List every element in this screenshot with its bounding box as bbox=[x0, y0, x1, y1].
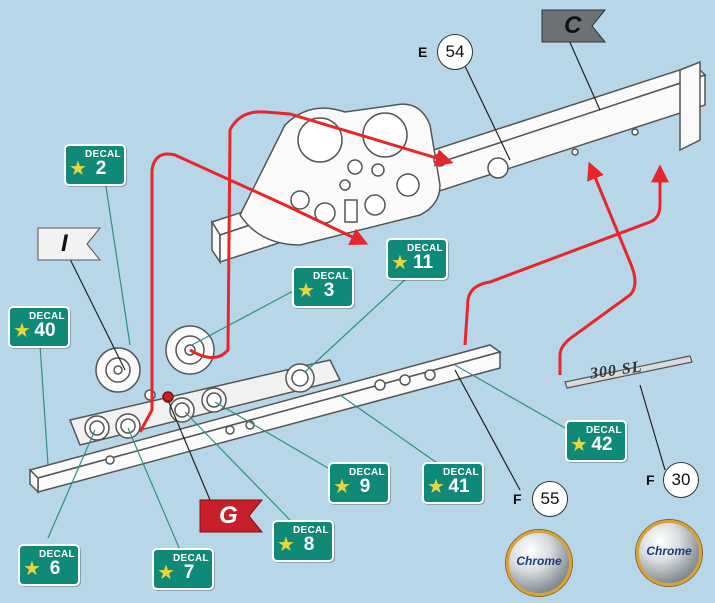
decal-number: 9 bbox=[359, 476, 371, 497]
decal-number: 42 bbox=[591, 434, 613, 455]
decal-number: 2 bbox=[95, 158, 107, 179]
flag-c bbox=[541, 9, 607, 43]
decal-2: ★ DECAL 2 bbox=[64, 144, 126, 186]
decal-number: 41 bbox=[448, 476, 470, 497]
decal-number: 7 bbox=[183, 562, 195, 583]
star-icon: ★ bbox=[157, 562, 175, 584]
decal-word: DECAL bbox=[29, 311, 65, 322]
part-f30-letter: F bbox=[646, 472, 655, 488]
star-icon: ★ bbox=[13, 320, 31, 342]
chrome-label: Chrome bbox=[646, 544, 692, 558]
decal-6: ★ DECAL 6 bbox=[18, 544, 80, 586]
part-e54-letter: E bbox=[418, 44, 428, 60]
decal-word: DECAL bbox=[85, 149, 121, 160]
decal-40: ★ DECAL 40 bbox=[8, 306, 70, 348]
part-leader-lines bbox=[67, 37, 666, 501]
part-f55-number: 55 bbox=[532, 481, 568, 517]
star-icon: ★ bbox=[23, 558, 41, 580]
star-icon: ★ bbox=[570, 434, 588, 456]
decal-word: DECAL bbox=[586, 425, 622, 436]
star-icon: ★ bbox=[297, 280, 315, 302]
flag-i-letter: I bbox=[61, 230, 68, 257]
decal-7: ★ DECAL 7 bbox=[152, 548, 214, 590]
flag-g-letter: G bbox=[219, 502, 238, 529]
decal-word: DECAL bbox=[313, 271, 349, 282]
decal-3: ★ DECAL 3 bbox=[292, 266, 354, 308]
star-icon: ★ bbox=[69, 158, 87, 180]
decal-word: DECAL bbox=[407, 243, 443, 254]
decal-8: ★ DECAL 8 bbox=[272, 520, 334, 562]
star-icon: ★ bbox=[277, 534, 295, 556]
part-f55-letter: F bbox=[513, 491, 522, 507]
decal-41: ★ DECAL 41 bbox=[422, 462, 484, 504]
decal-number: 8 bbox=[303, 534, 315, 555]
decal-42: ★ DECAL 42 bbox=[565, 420, 627, 462]
chrome-medallion-1: Chrome bbox=[506, 530, 572, 596]
decal-word: DECAL bbox=[349, 467, 385, 478]
chrome-label: Chrome bbox=[516, 554, 562, 568]
decal-leader-lines bbox=[39, 179, 566, 551]
chrome-medallion-2: Chrome bbox=[636, 520, 702, 586]
badge-bar-part bbox=[564, 355, 693, 389]
flag-c-letter: C bbox=[564, 12, 582, 39]
decal-word: DECAL bbox=[173, 553, 209, 564]
dashboard-plate-part bbox=[239, 103, 639, 246]
decal-number: 3 bbox=[323, 280, 335, 301]
decal-9: ★ DECAL 9 bbox=[328, 462, 390, 504]
star-icon: ★ bbox=[391, 252, 409, 274]
flag-i bbox=[37, 227, 102, 261]
star-icon: ★ bbox=[333, 476, 351, 498]
part-e54-number: 54 bbox=[437, 34, 473, 70]
decal-word: DECAL bbox=[39, 549, 75, 560]
flag-g bbox=[199, 499, 264, 533]
decal-number: 6 bbox=[49, 558, 61, 579]
part-f30-number: 30 bbox=[663, 462, 699, 498]
decal-word: DECAL bbox=[443, 467, 479, 478]
decal-number: 11 bbox=[412, 252, 434, 273]
decal-word: DECAL bbox=[293, 525, 329, 536]
decal-number: 40 bbox=[34, 320, 56, 341]
decal-11: ★ DECAL 11 bbox=[386, 238, 448, 280]
star-icon: ★ bbox=[427, 476, 445, 498]
assembly-arrows bbox=[138, 110, 669, 433]
